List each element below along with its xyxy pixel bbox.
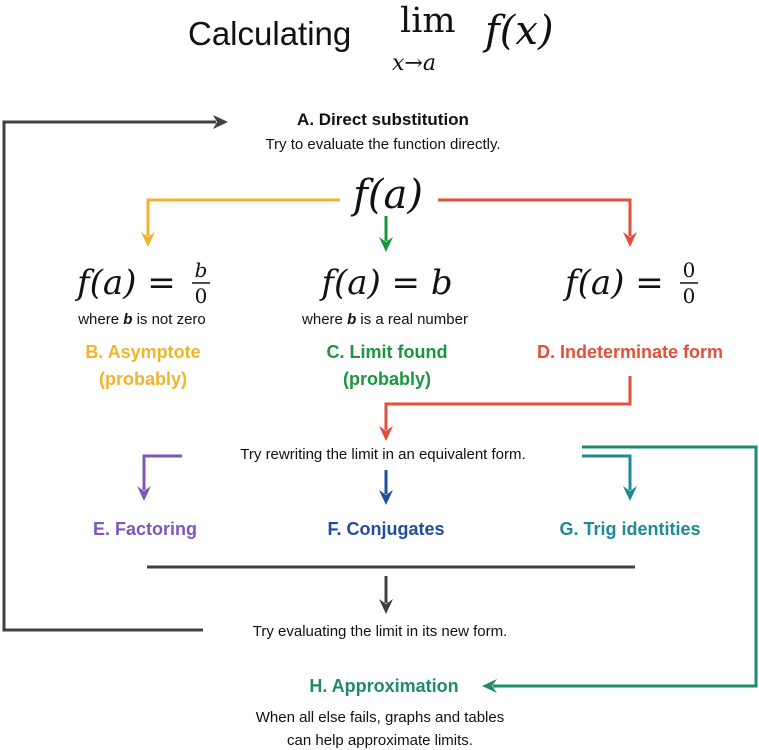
title-function: f(x) — [482, 8, 554, 54]
arrow-head-b — [141, 232, 155, 247]
case-d-label: D. Indeterminate form — [537, 342, 723, 362]
title-lim: lim — [400, 1, 456, 41]
case-c-lhs: f(a) = b — [318, 263, 452, 303]
case-c-label: C. Limit found — [327, 342, 448, 362]
case-c-label-sub: (probably) — [343, 369, 431, 389]
arrow-d-to-rewrite — [384, 376, 632, 430]
arrow-to-d — [438, 198, 632, 236]
arrow-head-g — [623, 486, 637, 501]
method-conjugates: F. Conjugates — [327, 519, 444, 539]
arrow-head-h — [482, 679, 497, 693]
case-b: f(a) = b 0 where b is not zero B. Asympt… — [74, 258, 210, 389]
case-b-lhs: f(a) = — [74, 263, 176, 303]
arrow-to-g — [582, 454, 632, 490]
reevaluate-text: Try evaluating the limit in its new form… — [253, 623, 508, 640]
approximation-line2: can help approximate limits. — [287, 732, 473, 749]
arrow-head-c — [379, 237, 393, 252]
approximation-line1: When all else fails, graphs and tables — [256, 709, 504, 726]
title-subscript: x→a — [392, 51, 436, 76]
step-a-title: A. Direct substitution — [297, 110, 469, 129]
loop-back-to-a — [2, 120, 216, 632]
case-c: f(a) = b where b is a real number C. Lim… — [301, 263, 468, 389]
arrow-head-reevaluate — [379, 599, 393, 614]
arrow-head-rewrite — [379, 426, 393, 441]
case-b-label-sub: (probably) — [99, 369, 187, 389]
page-title: Calculating lim x→a f(x) — [188, 1, 554, 76]
arrow-to-e — [142, 454, 182, 490]
case-b-label: B. Asymptote — [85, 342, 200, 362]
case-d-numerator: 0 — [683, 258, 696, 282]
case-d: f(a) = 0 0 D. Indeterminate form — [537, 258, 723, 362]
case-b-numerator: b — [195, 258, 208, 282]
rewrite-text: Try rewriting the limit in an equivalent… — [240, 446, 525, 463]
title-prefix: Calculating — [188, 15, 351, 52]
arrow-head-f — [379, 490, 393, 505]
method-trig-identities: G. Trig identities — [559, 519, 700, 539]
case-c-note: where b is a real number — [301, 311, 468, 328]
arrow-head-loop-a — [213, 115, 228, 129]
arrow-head-e — [137, 486, 151, 501]
approximation-title: H. Approximation — [309, 676, 458, 696]
arrow-to-b — [146, 198, 340, 236]
arrow-to-h — [493, 445, 758, 688]
case-b-denominator: 0 — [195, 284, 208, 308]
fa-expression: f(a) — [350, 172, 423, 218]
method-factoring: E. Factoring — [93, 519, 197, 539]
case-d-denominator: 0 — [683, 284, 696, 308]
arrow-head-d — [623, 232, 637, 247]
step-a-subtitle: Try to evaluate the function directly. — [265, 136, 500, 153]
case-b-note: where b is not zero — [77, 311, 206, 328]
case-d-lhs: f(a) = — [562, 263, 664, 303]
